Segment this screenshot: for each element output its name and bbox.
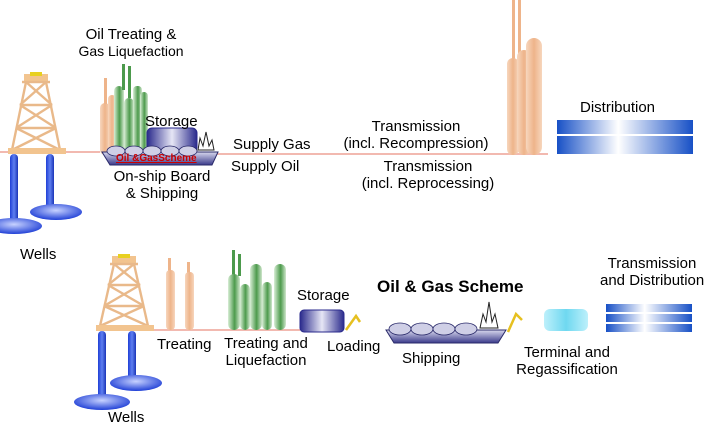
top-storage-label: Storage [145,113,198,130]
transmission-oil-label-line1: Transmission [383,158,473,175]
treating-liquefaction-label-line1: Treating and [224,335,308,352]
bottom-liquefaction-towers-icon [228,250,286,330]
treating-label: Treating [157,336,212,353]
shipping-label: Shipping [402,350,461,367]
onship-board-label: On-ship Board & Shipping [106,168,218,203]
distribution-label: Distribution [580,99,656,116]
terminal-arm-icon [506,311,523,333]
terminal-tank-icon [544,309,588,331]
top-derrick-icon [8,72,66,154]
bottom-ship-icon [385,301,507,344]
bottom-treating-towers-icon [166,258,194,330]
transmission-gas-label: Transmission (incl. Recompression) [336,118,496,153]
bottom-storage-tank-icon [299,309,345,333]
top-compressor-towers-icon [507,0,542,155]
transmission-distribution-label-line1: Transmission [607,255,697,272]
transmission-distribution-label-line2: and Distribution [600,272,705,290]
ship-badge-label: Oil &GasScheme [116,153,197,164]
top-scheme [0,0,693,234]
transmission-gas-label-line2: (incl. Recompression) [343,135,489,153]
terminal-label: Terminal and Regassification [508,344,626,379]
top-treating-towers-icon [100,64,148,156]
supply-oil-label: Supply Oil [231,158,300,175]
top-ship-icon [101,131,219,166]
oil-treating-label-line1: Oil Treating & [85,26,177,43]
supply-gas-label: Supply Gas [233,136,311,153]
onship-board-label-line1: On-ship Board [113,168,211,185]
terminal-label-line2: Regassification [516,361,618,379]
loading-arm-icon [344,313,362,331]
transmission-distribution-label: Transmission and Distribution [600,255,704,290]
top-distribution-pipes-icon [557,120,693,154]
bottom-derrick-icon [96,254,154,331]
onship-board-label-line2: & Shipping [125,185,199,203]
treating-liquefaction-label-line2: Liquefaction [225,352,307,370]
top-wells-icon [0,154,82,234]
terminal-label-line1: Terminal and [524,344,610,361]
bottom-scheme [74,250,692,410]
bottom-scheme-title: Oil & Gas Scheme [377,277,524,296]
transmission-oil-label-line2: (incl. Reprocessing) [361,175,495,193]
loading-label: Loading [327,338,381,355]
oil-treating-label-line2: Gas Liquefaction [78,43,184,60]
treating-liquefaction-label: Treating and Liquefaction [218,335,314,370]
bottom-wells-label: Wells [108,409,145,426]
top-wells-label: Wells [20,246,57,263]
transmission-oil-label: Transmission (incl. Reprocessing) [352,158,504,193]
bottom-distribution-pipes-icon [606,304,692,332]
oil-treating-label: Oil Treating & Gas Liquefaction [72,26,190,59]
bottom-storage-label: Storage [297,287,350,304]
bottom-wells-icon [74,331,162,410]
transmission-gas-label-line1: Transmission [371,118,461,135]
